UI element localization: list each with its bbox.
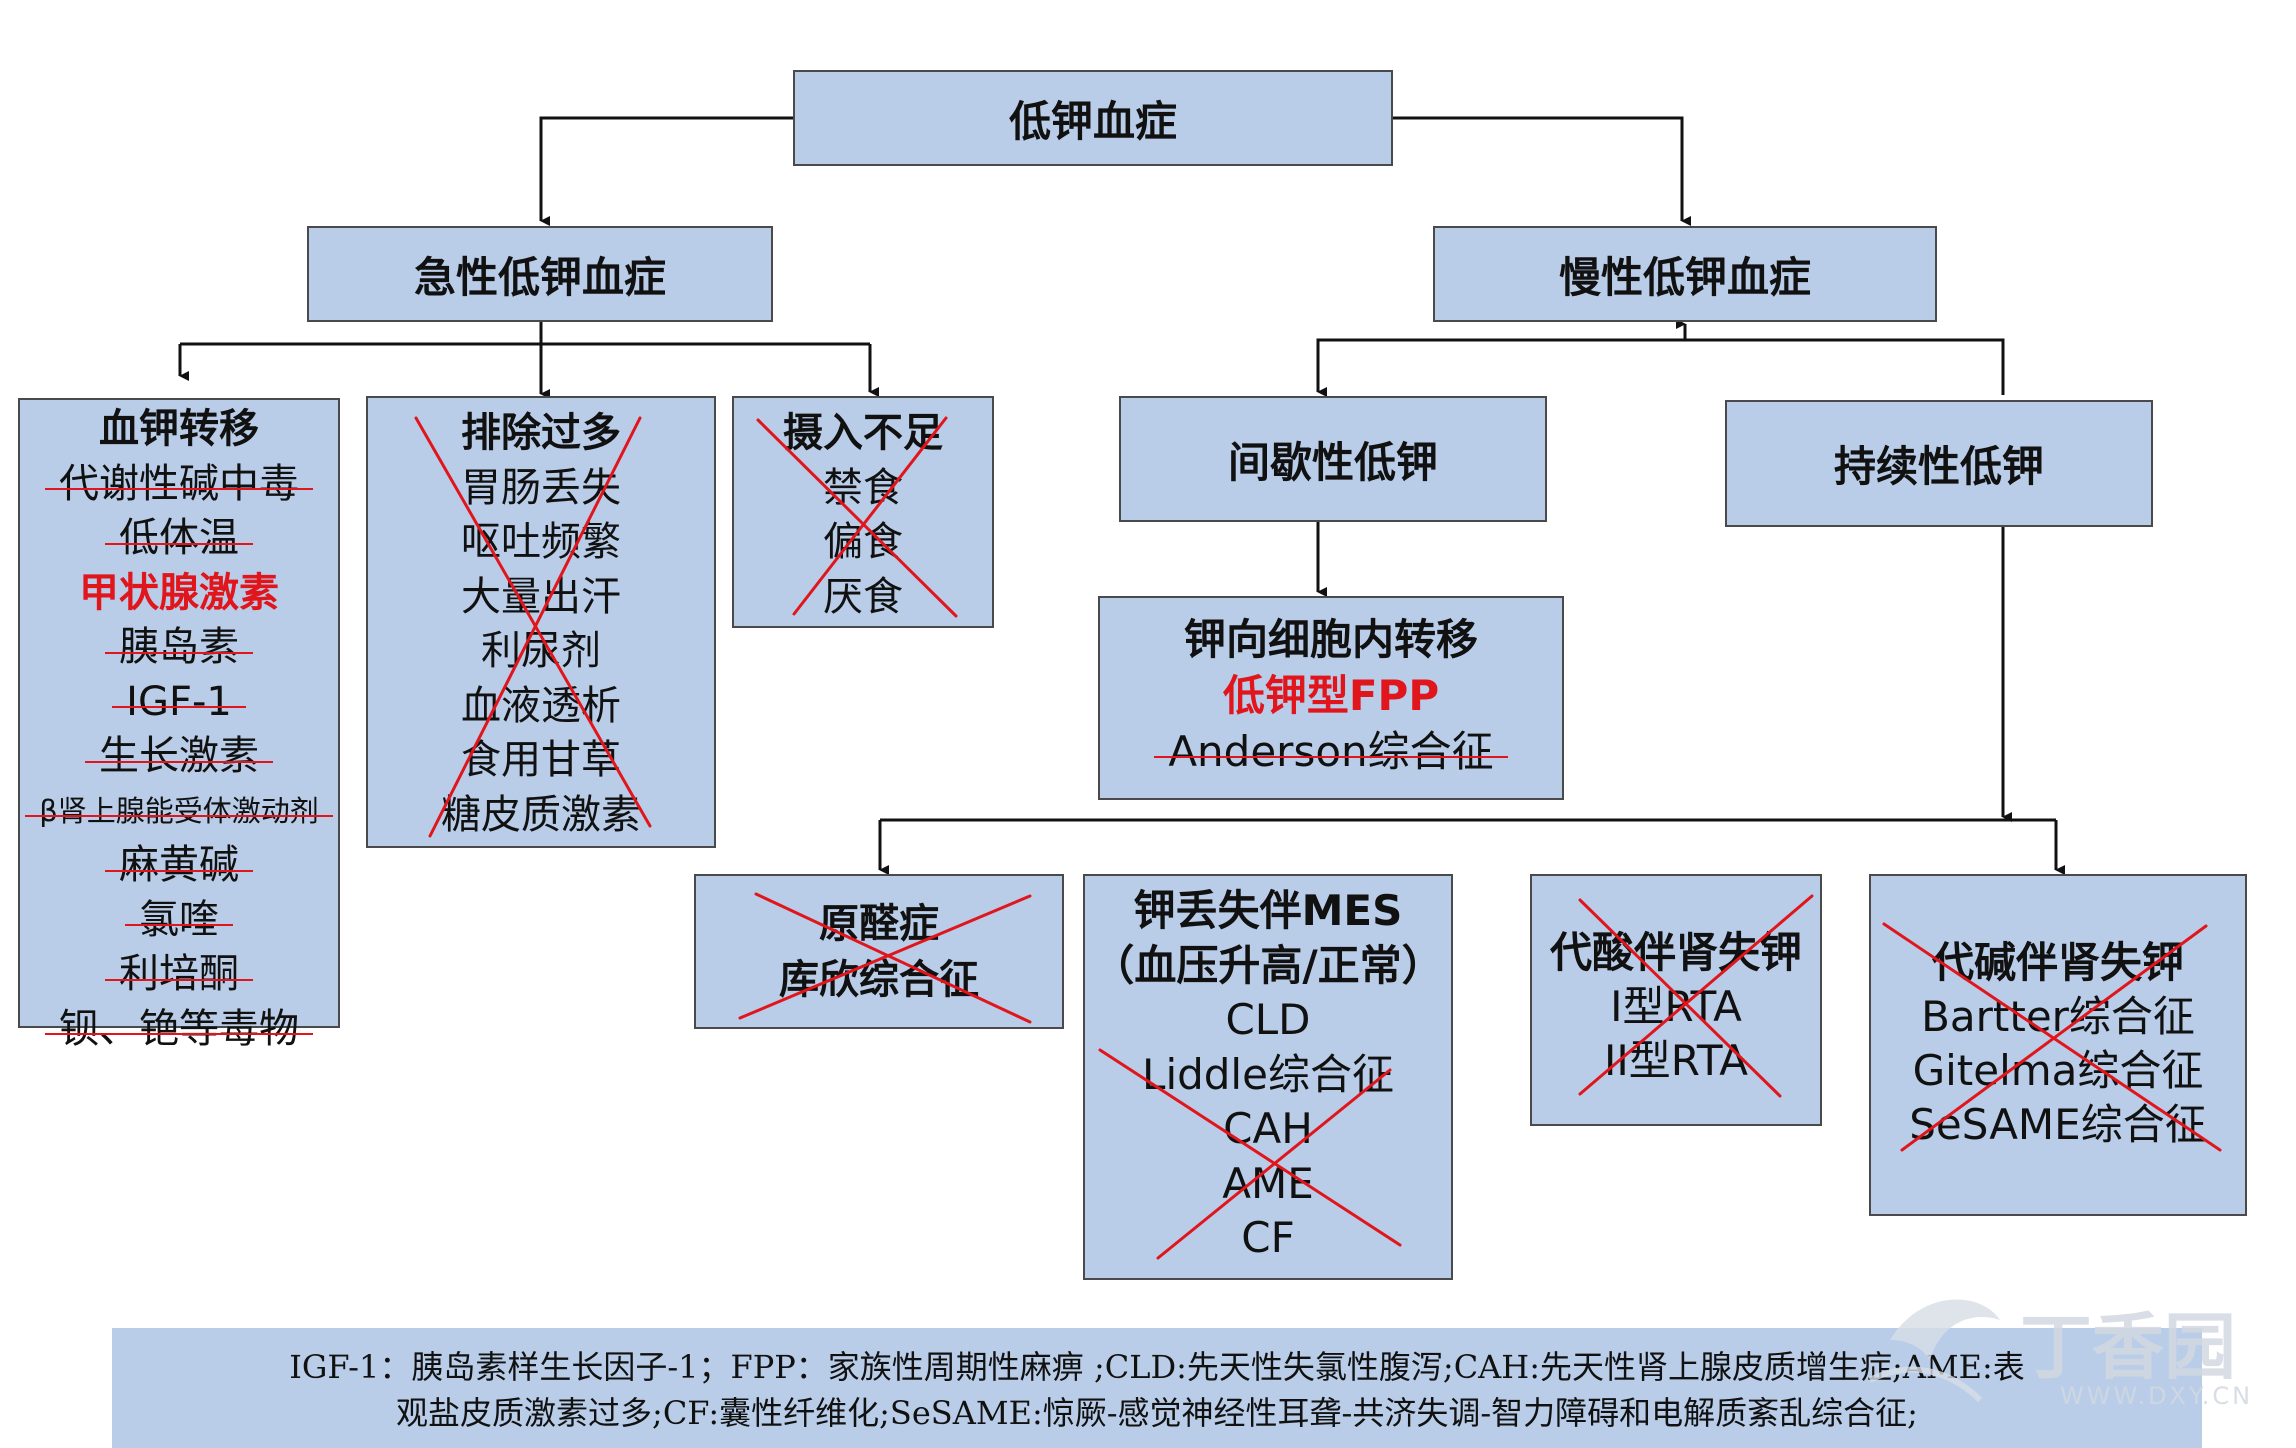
- shift-item: 胰岛素: [105, 620, 253, 675]
- acidosis-header: 代酸伴肾失钾: [1549, 928, 1802, 977]
- acidosis-item: II型RTA: [1603, 1036, 1749, 1085]
- node-acidosis-renal-loss: 代酸伴肾失钾 I型RTA II型RTA: [1530, 874, 1822, 1126]
- node-persistent: 持续性低钾: [1725, 400, 2153, 527]
- intake-item: 厌食: [823, 573, 903, 620]
- shift-item: β肾上腺能受体激动剂: [25, 784, 333, 839]
- mes-item: CLD: [1225, 995, 1311, 1044]
- node-intermittent: 间歇性低钾: [1119, 396, 1547, 522]
- alkalosis-item: SeSAME综合征: [1909, 1100, 2207, 1149]
- excess-item: 大量出汗: [461, 573, 621, 620]
- intracellular-header: 钾向细胞内转移: [1183, 615, 1478, 664]
- intake-header: 摄入不足: [783, 410, 943, 456]
- excess-item: 血液透析: [461, 682, 621, 729]
- shift-header: 血钾转移: [99, 406, 259, 452]
- excess-item: 食用甘草: [461, 737, 621, 783]
- intake-item: 禁食: [823, 464, 903, 511]
- excess-item: 糖皮质激素: [441, 791, 641, 838]
- aldo-item: 原醛症: [819, 901, 939, 947]
- alkalosis-header: 代碱伴肾失钾: [1931, 938, 2184, 987]
- mes-subheader: （血压升高/正常）: [1092, 940, 1444, 990]
- shift-item: 生长激素: [85, 729, 273, 784]
- abbreviation-footnote: IGF-1：胰岛素样生长因子-1；FPP：家族性周期性麻痹 ;CLD:先天性失氯…: [112, 1328, 2202, 1448]
- excess-item: 呕吐频繁: [461, 519, 621, 565]
- intake-item: 偏食: [823, 519, 903, 565]
- footnote-line-1: IGF-1：胰岛素样生长因子-1；FPP：家族性周期性麻痹 ;CLD:先天性失氯…: [289, 1348, 2025, 1386]
- excess-header: 排除过多: [461, 410, 621, 456]
- shift-item: 麻黄碱: [105, 838, 253, 893]
- mes-item: Liddle综合征: [1142, 1049, 1394, 1099]
- shift-item: 钡、铯等毒物: [45, 1002, 313, 1057]
- node-chronic-label: 慢性低钾血症: [1558, 252, 1811, 302]
- shift-item: 低体温: [105, 511, 253, 566]
- node-acute-label: 急性低钾血症: [413, 252, 666, 302]
- aldo-item: 库欣综合征: [779, 957, 979, 1003]
- excess-item: 利尿剂: [481, 628, 601, 674]
- node-chronic: 慢性低钾血症: [1433, 226, 1937, 322]
- footnote-line-2: 观盐皮质激素过多;CF:囊性纤维化;SeSAME:惊厥-感觉神经性耳聋-共济失调…: [396, 1394, 1918, 1432]
- shift-item: IGF-1: [112, 675, 246, 730]
- node-mes: 钾丢失伴MES （血压升高/正常） CLD Liddle综合征 CAH AME …: [1083, 874, 1453, 1280]
- node-intermittent-label: 间歇性低钾: [1227, 437, 1438, 487]
- node-primary-aldosteronism: 原醛症 库欣综合征: [694, 874, 1064, 1029]
- acidosis-item: I型RTA: [1610, 982, 1742, 1031]
- shift-item: 代谢性碱中毒: [45, 457, 313, 512]
- mes-header: 钾丢失伴MES: [1133, 886, 1403, 935]
- node-potassium-shift: 血钾转移 代谢性碱中毒 低体温 甲状腺激素 胰岛素 IGF-1 生长激素 β肾上…: [18, 398, 340, 1052]
- node-acute: 急性低钾血症: [307, 226, 773, 322]
- mes-item: AME: [1222, 1158, 1314, 1208]
- intracellular-item: Anderson综合征: [1154, 724, 1508, 780]
- node-insufficient-intake: 摄入不足 禁食 偏食 厌食: [732, 396, 994, 628]
- shift-item-highlight: 甲状腺激素: [79, 569, 279, 616]
- shift-item: 氯喹: [125, 893, 233, 948]
- mes-item: CF: [1241, 1213, 1295, 1262]
- alkalosis-item: Gitelma综合征: [1912, 1046, 2204, 1095]
- node-alkalosis-renal-loss: 代碱伴肾失钾 Bartter综合征 Gitelma综合征 SeSAME综合征: [1869, 874, 2247, 1216]
- node-excess-loss: 排除过多 胃肠丢失 呕吐频繁 大量出汗 利尿剂 血液透析 食用甘草 糖皮质激素: [366, 396, 716, 848]
- mes-item: CAH: [1223, 1104, 1313, 1153]
- alkalosis-item: Bartter综合征: [1921, 992, 2195, 1041]
- node-persistent-label: 持续性低钾: [1833, 442, 2044, 491]
- intracellular-highlight: 低钾型FPP: [1222, 671, 1440, 720]
- excess-item: 胃肠丢失: [461, 464, 621, 511]
- node-hypokalemia-label: 低钾血症: [1008, 96, 1177, 146]
- shift-item: 利培酮: [105, 947, 253, 1002]
- node-hypokalemia: 低钾血症: [793, 70, 1393, 166]
- node-intracellular-shift: 钾向细胞内转移 低钾型FPP Anderson综合征: [1098, 596, 1564, 800]
